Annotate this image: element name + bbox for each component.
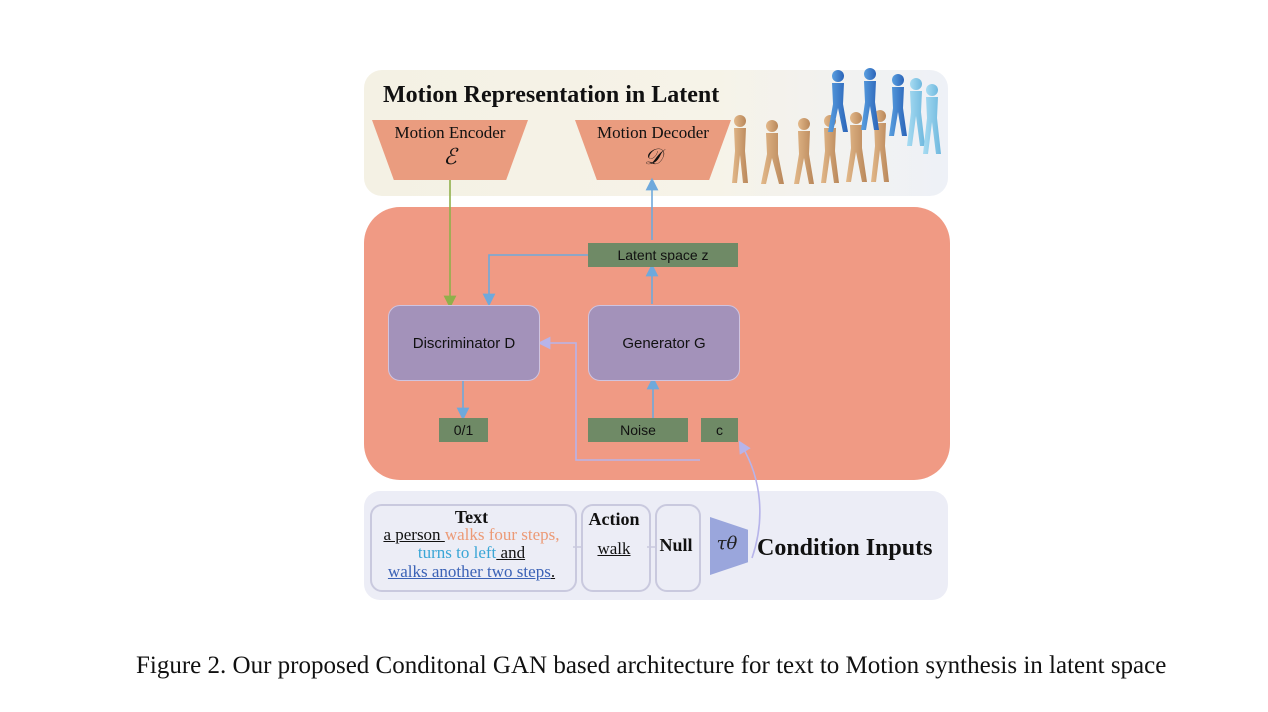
action-condition-box (581, 504, 651, 592)
latent-panel-title: Motion Representation in Latent (383, 82, 720, 108)
null-condition-box (655, 504, 701, 592)
condition-connectors (573, 546, 657, 548)
text-line-3-action: walks another two steps (387, 562, 551, 581)
generator-box: Generator G (588, 305, 740, 381)
action-condition-value: walk (597, 539, 631, 558)
condition-c-box: c (701, 418, 738, 442)
motion-encoder-label: Motion Encoder (394, 123, 506, 142)
motion-decoder-shape (575, 120, 731, 180)
null-condition-label: Null (659, 535, 693, 555)
tau-to-condition-arrow (738, 440, 761, 559)
text-condition-line-1: a person walks four steps, (370, 525, 573, 545)
latent-space-box: Latent space z (588, 243, 738, 267)
text-line-2-conj: and (496, 543, 526, 562)
text-line-1-action: walks four steps, (444, 525, 560, 544)
tan-figures (732, 110, 889, 184)
decoder-symbol: 𝒟 (644, 145, 662, 170)
text-condition-box (370, 504, 577, 592)
motion-decoder-label: Motion Decoder (597, 123, 709, 142)
text-condition-line-3: walks another two steps. (370, 562, 573, 582)
condition-to-discriminator-arrow (537, 336, 700, 461)
text-line-2-action: turns to left (417, 543, 497, 562)
encoder-symbol: ℰ (443, 145, 457, 170)
noise-box: Noise (588, 418, 688, 442)
figure-caption: Figure 2. Our proposed Conditonal GAN ba… (136, 652, 1167, 679)
text-line-3-period: . (550, 562, 556, 581)
latent-to-discriminator-arrow (482, 254, 588, 307)
human-figures-illustration (732, 68, 941, 184)
text-condition-title: Text (454, 507, 489, 527)
motion-encoder-shape (372, 120, 528, 180)
action-condition-title: Action (588, 509, 640, 529)
condition-inputs-title: Condition Inputs (757, 535, 933, 561)
discriminator-box: Discriminator D (388, 305, 540, 381)
output-box: 0/1 (439, 418, 488, 442)
tau-symbol: τθ (716, 533, 738, 554)
text-line-1-subject: a person (383, 525, 445, 544)
blue-figures (828, 68, 941, 154)
text-condition-line-2: turns to left and (370, 543, 573, 563)
